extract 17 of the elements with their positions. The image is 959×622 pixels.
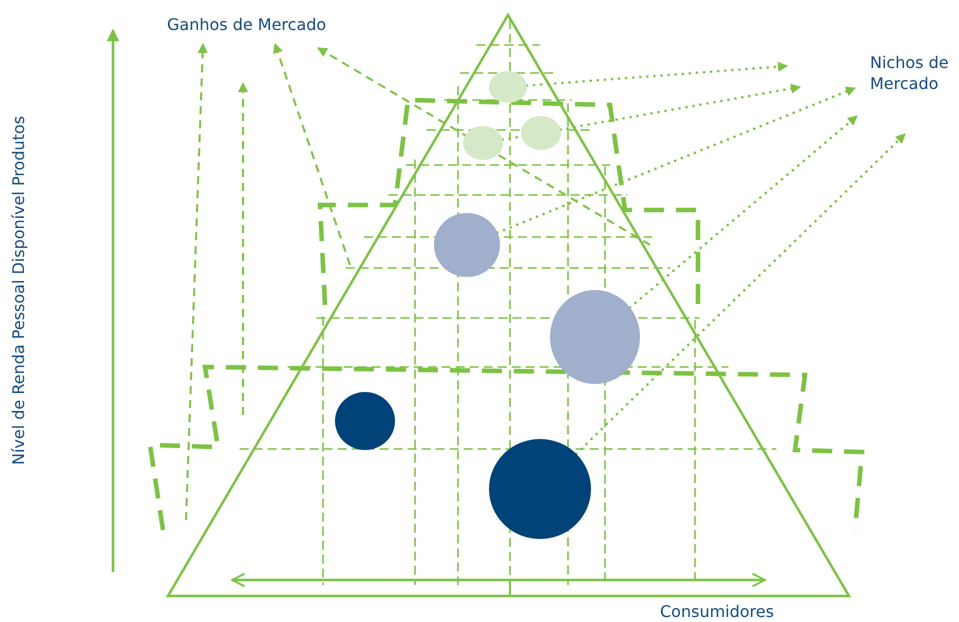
node-label: Ganhos de Mercado: [167, 14, 357, 35]
axis-label: Consumidores: [660, 601, 774, 622]
arrow: [496, 86, 856, 234]
circle-marker: [489, 71, 527, 103]
arrow: [238, 82, 248, 415]
circle-marker: [521, 116, 561, 150]
circle-marker: [335, 392, 395, 450]
arrow: [526, 62, 788, 87]
arrow: [317, 47, 651, 246]
arrow: [574, 132, 906, 456]
axis-label: Nível de Renda Pessoal Disponível Produtos: [8, 114, 29, 467]
arrow: [185, 43, 208, 520]
arrow: [628, 114, 858, 309]
arrow: [273, 43, 351, 266]
arrow: [559, 84, 802, 131]
node-label: Nichos de Mercado: [870, 52, 959, 94]
circle-marker: [463, 126, 503, 160]
